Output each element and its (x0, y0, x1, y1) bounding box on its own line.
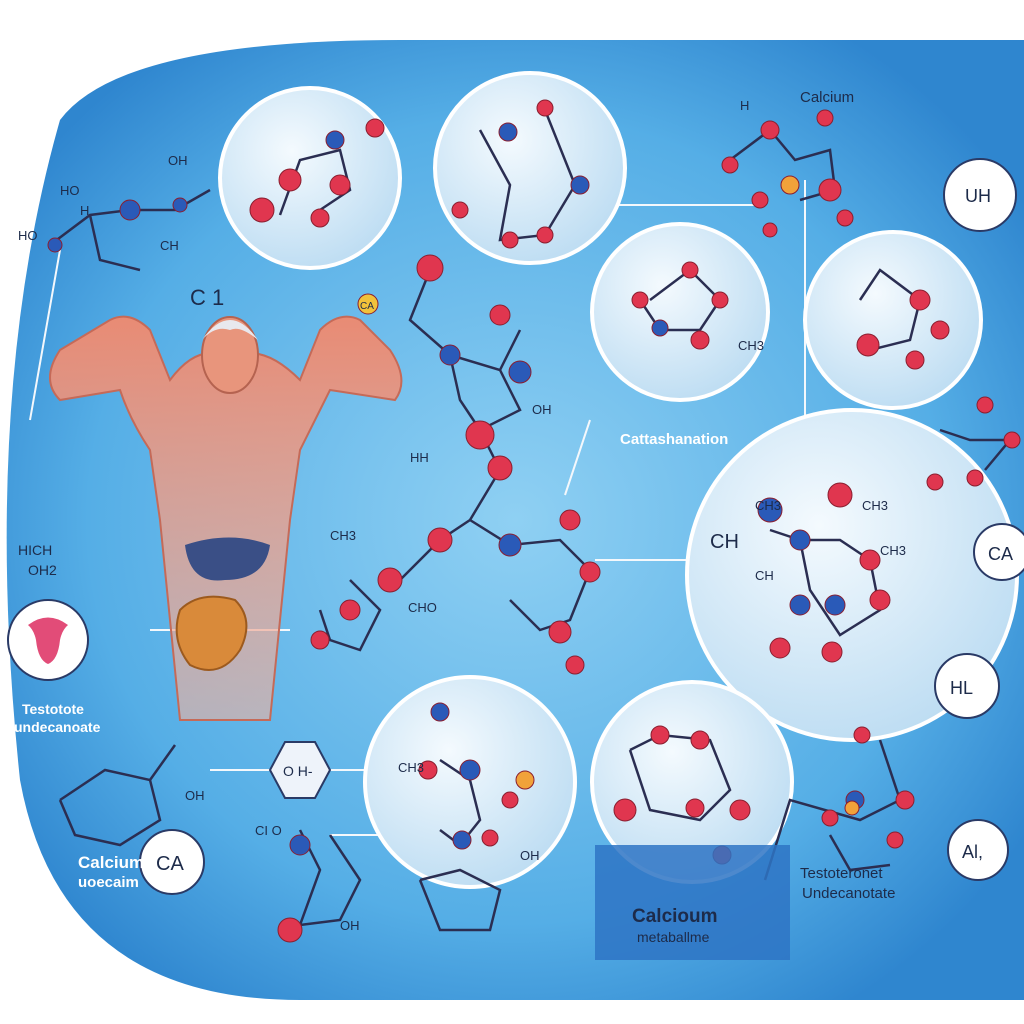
hexagon-shape (268, 741, 332, 799)
left-label-line2: undecanoate (14, 719, 101, 735)
svg-text:CH: CH (755, 568, 774, 583)
badge-ca: CA (988, 544, 1013, 564)
svg-text:CH: CH (710, 531, 739, 553)
metabolism-line2: metaballme (637, 929, 710, 945)
bottom-left-label-line2: uoecaim (78, 874, 139, 891)
badge-uh: UH (965, 186, 991, 206)
metabolism-box (595, 845, 790, 960)
badge-hl: HL (950, 678, 973, 698)
svg-text:CHO: CHO (408, 600, 437, 615)
left-formula-line2: OH2 (28, 562, 57, 578)
atom-labels: HO H OH HO CH C 1 CA OH HH CH3 CH CH3 CH… (18, 98, 906, 933)
right-label-line2: Undecanotate (802, 885, 895, 902)
svg-text:CH3: CH3 (862, 498, 888, 513)
svg-text:CH3: CH3 (880, 543, 906, 558)
badge-al: Al, (962, 842, 983, 862)
svg-text:CH3: CH3 (738, 338, 764, 353)
svg-text:C 1: C 1 (190, 285, 224, 310)
hexagon-label: O H- (283, 763, 313, 779)
molecule-circles (218, 71, 1019, 889)
svg-text:HO: HO (60, 183, 80, 198)
molecule-circle (433, 71, 627, 265)
bottom-left-badge: CA (156, 853, 184, 875)
left-label-line1: Testotote (22, 701, 84, 717)
liver-icon (185, 537, 270, 581)
svg-text:CH: CH (160, 238, 179, 253)
svg-text:OH: OH (520, 848, 540, 863)
svg-text:OH: OH (185, 788, 205, 803)
molecule-circle (218, 86, 402, 270)
svg-text:HO: HO (18, 228, 38, 243)
svg-text:CH3: CH3 (755, 498, 781, 513)
intestines-icon (175, 595, 248, 671)
bottom-left-label-line1: Calcium (78, 853, 144, 872)
svg-text:OH: OH (168, 153, 188, 168)
metabolism-line1: Calcioum (632, 906, 718, 927)
molecule-atoms (47, 99, 1021, 943)
svg-text:OH: OH (532, 402, 552, 417)
bull-icon (28, 617, 68, 664)
molecule-circle (803, 230, 983, 410)
svg-text:OH: OH (340, 918, 360, 933)
right-label-line1: Testoteronet (800, 865, 883, 882)
svg-text:H: H (80, 203, 89, 218)
svg-text:CA: CA (360, 301, 374, 312)
svg-text:CH3: CH3 (398, 760, 424, 775)
svg-text:CI O: CI O (255, 823, 282, 838)
molecule-circle (590, 222, 770, 402)
process-label: Cattashanation (620, 431, 728, 448)
svg-text:H: H (740, 98, 749, 113)
left-formula-line1: HICH (18, 542, 52, 558)
svg-text:HH: HH (410, 450, 429, 465)
svg-text:CH3: CH3 (330, 528, 356, 543)
human-figure (49, 315, 403, 721)
calcium-title-label: Calcium (800, 89, 854, 106)
badge-circles (7, 158, 1024, 895)
